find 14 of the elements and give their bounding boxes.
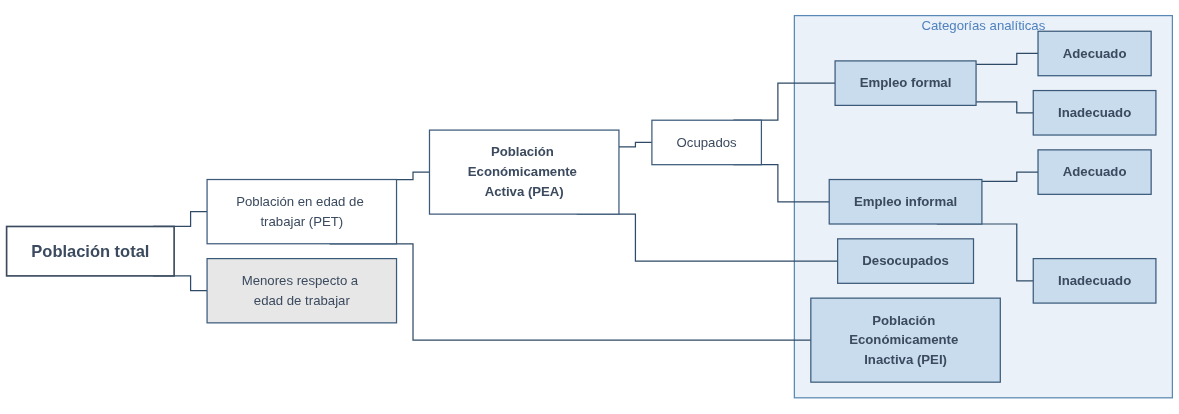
node-box: Inadecuado bbox=[1032, 90, 1157, 136]
node-box: Población Económicamente Activa (PEA) bbox=[428, 129, 620, 216]
node-box: Población en edad de trabajar (PET) bbox=[206, 179, 398, 245]
node-box: Ocupados bbox=[651, 119, 763, 166]
node-box: Inadecuado bbox=[1032, 258, 1157, 304]
node-box: Adecuado bbox=[1037, 30, 1152, 77]
node-box: Desocupados bbox=[837, 238, 975, 285]
node-box: Empleo informal bbox=[828, 179, 983, 225]
connector bbox=[981, 171, 1039, 183]
node-box: Empleo formal bbox=[834, 60, 977, 107]
node-box: Adecuado bbox=[1037, 149, 1152, 196]
node-box: Menores respecto a edad de trabajar bbox=[206, 258, 398, 324]
node-box: Población Económicamente Inactiva (PEI) bbox=[810, 297, 1001, 384]
node-box: Población total bbox=[5, 225, 175, 278]
